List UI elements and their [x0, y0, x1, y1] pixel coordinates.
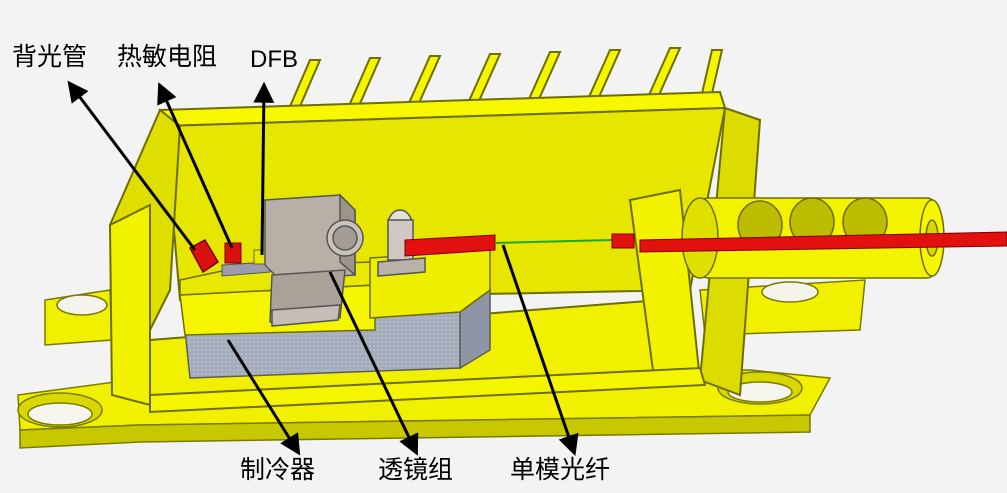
arrow-fiber	[501, 244, 579, 456]
arrow-lens	[328, 271, 419, 456]
backlight-tube	[188, 239, 220, 274]
leader-arrows	[67, 80, 579, 456]
arrow-dfb	[253, 81, 275, 256]
output-fiber	[639, 231, 1007, 253]
arrow-backlight	[67, 80, 197, 251]
arrow-thermistor	[157, 82, 234, 249]
label-thermistor: 热敏电阻	[117, 42, 218, 71]
arrow-cooler	[226, 339, 301, 456]
lens-group	[264, 193, 364, 327]
label-backlight-tube: 背光管	[12, 42, 88, 71]
single-mode-fiber	[404, 233, 635, 257]
label-lens-group: 透镜组	[378, 455, 454, 484]
package-pins	[283, 47, 724, 119]
label-single-mode-fiber: 单模光纤	[510, 455, 611, 484]
label-dfb: DFB	[250, 46, 298, 73]
label-cooler: 制冷器	[240, 455, 316, 484]
